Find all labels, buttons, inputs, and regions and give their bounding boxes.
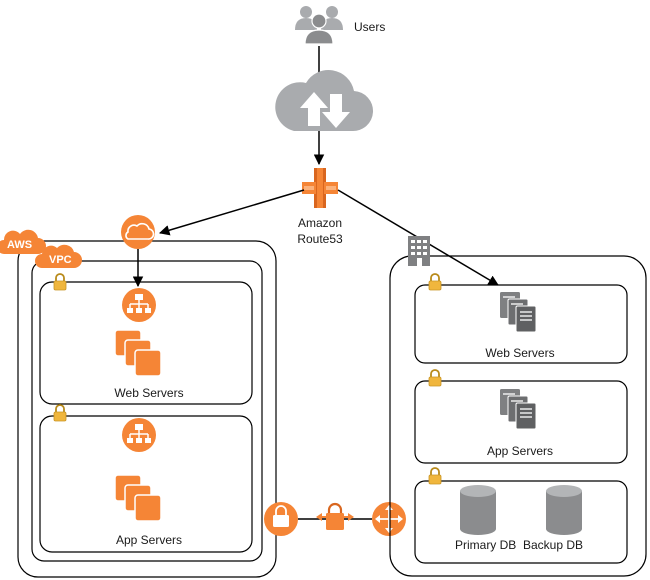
- backup-db-icon: [546, 485, 582, 535]
- dc-app-servers-icon: [499, 388, 537, 430]
- aws-badge-icon: [0, 229, 46, 254]
- dc-db-subnet-lock-icon: [428, 467, 442, 485]
- dc-web-servers-icon: [499, 291, 537, 333]
- dc-db-subnet: [414, 480, 628, 564]
- aws-cloudfront-icon: [121, 215, 155, 249]
- internet-cloud-icon: [275, 70, 374, 132]
- primary-db-icon: [460, 485, 496, 535]
- dc-app-subnet: [414, 380, 628, 464]
- vpn-tunnel-icon: [316, 502, 354, 530]
- route53-label-line1: Amazon: [297, 216, 343, 230]
- users-label: Users: [354, 20, 386, 34]
- dc-web-subnet-lock-icon: [428, 273, 442, 291]
- aws-app-subnet-lock-icon: [53, 404, 67, 422]
- dc-web-subnet: [414, 284, 628, 364]
- aws-web-instances-icon: [114, 329, 162, 377]
- users-icon: [295, 6, 343, 45]
- dc-app-subnet-lock-icon: [428, 369, 442, 387]
- dc-db-labels: Primary DB Backup DB: [454, 538, 584, 552]
- datacenter-boundary: [389, 255, 647, 577]
- customer-gateway-icon: [372, 502, 406, 536]
- aws-web-subnet-lock-icon: [53, 273, 67, 291]
- datacenter-building-icon: [408, 236, 430, 266]
- aws-web-elb-icon: [121, 287, 157, 323]
- route53-label-line2: Route53: [297, 232, 343, 246]
- vpn-gateway-icon: [264, 502, 298, 536]
- route53-icon: [302, 168, 338, 208]
- vpc-badge-label: VPC: [49, 254, 72, 266]
- aws-web-subnet: [39, 281, 253, 405]
- aws-web-servers-label: Web Servers: [114, 386, 184, 400]
- aws-badge-label: AWS: [7, 239, 33, 251]
- vpc-boundary: [31, 260, 263, 562]
- aws-app-elb-icon: [121, 417, 157, 453]
- aws-app-instances-icon: [114, 474, 162, 522]
- dc-app-servers-label: App Servers: [486, 444, 554, 458]
- aws-app-servers-label: App Servers: [115, 533, 183, 547]
- route53-to-aws-arrow: [158, 189, 305, 236]
- aws-app-subnet: [39, 415, 253, 553]
- dc-web-servers-label: Web Servers: [485, 346, 555, 360]
- vpc-badge-icon: [35, 244, 82, 268]
